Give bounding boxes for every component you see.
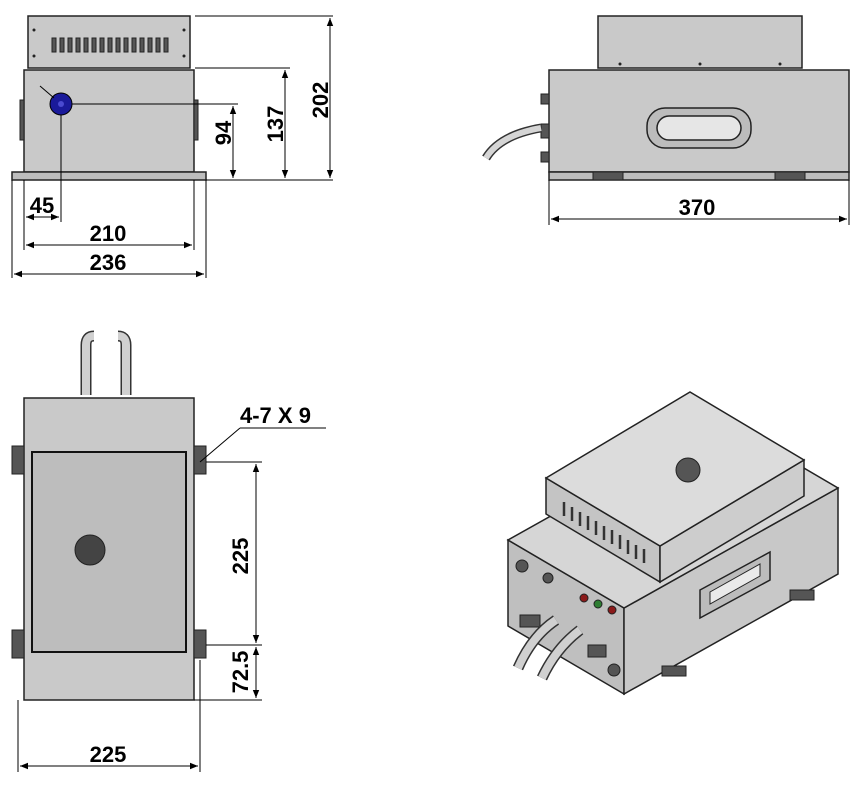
bottom-view: 225 72.5 4-7 X 9 225 <box>11 330 326 772</box>
front-view: 202 137 94 45 210 236 <box>11 15 334 278</box>
mount-foot <box>11 629 25 659</box>
status-led-icon <box>579 593 589 603</box>
dim-width-inner: 210 <box>90 221 127 246</box>
side-top-cover <box>597 15 803 69</box>
dim-hole-spacing-long: 225 <box>228 538 253 575</box>
vent-grille-icon <box>74 534 106 566</box>
dim-hole-offset: 72.5 <box>228 651 253 694</box>
iso-top-cover <box>544 391 806 547</box>
status-led-icon <box>607 605 617 615</box>
mount-foot <box>193 445 207 475</box>
dim-height-body: 137 <box>263 106 288 143</box>
dim-length: 370 <box>679 195 716 220</box>
side-view: 370 <box>482 15 850 225</box>
dim-mount-holes: 4-7 X 9 <box>240 403 311 428</box>
mount-foot <box>193 629 207 659</box>
iso-vent-slots <box>562 502 646 563</box>
dim-height-port: 94 <box>211 120 236 145</box>
status-led-icon <box>593 599 603 609</box>
front-main-body <box>23 69 195 173</box>
isometric-view <box>506 391 840 696</box>
dim-height-total: 202 <box>308 82 333 119</box>
vent-slots <box>51 37 169 53</box>
front-base-plate <box>11 171 207 181</box>
dim-port-offset: 45 <box>30 193 54 218</box>
mount-foot <box>11 445 25 475</box>
dim-hole-spacing-width: 225 <box>90 742 127 767</box>
iso-vent-grille-icon <box>675 457 701 483</box>
dim-width-outer: 236 <box>90 250 127 275</box>
bottom-panel <box>31 451 187 653</box>
